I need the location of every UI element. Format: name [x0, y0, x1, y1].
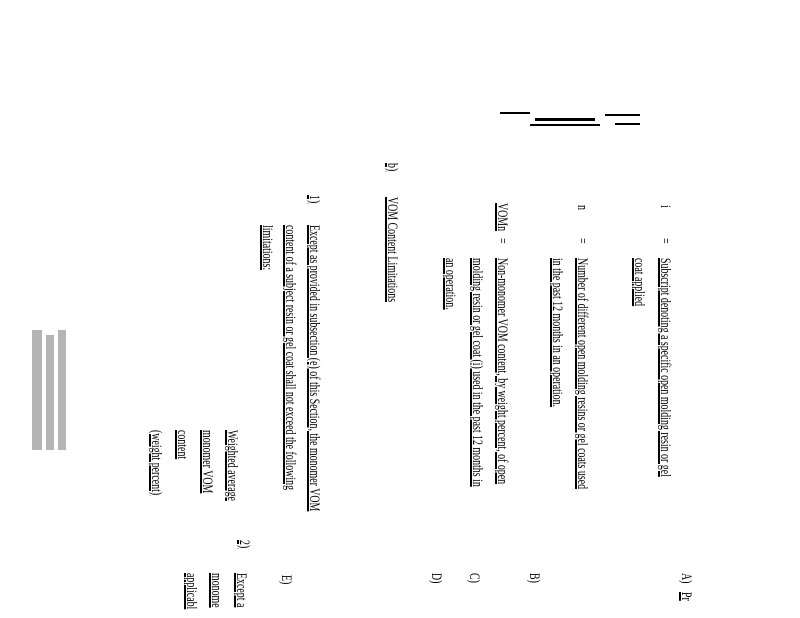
item-d-label: D) — [428, 573, 444, 584]
table-header-line1: Weighted average — [224, 430, 240, 501]
n-definition-line2: in the past 12 months in an operation. — [549, 258, 565, 408]
n-equals: = — [574, 238, 590, 244]
item-1-line1: Except as provided in subsection (e) of … — [306, 225, 322, 512]
item-b-label: B) — [526, 573, 542, 583]
n-symbol: n — [574, 205, 590, 210]
section-b-label: b) — [384, 163, 400, 172]
item-a-label: A) — [678, 573, 694, 584]
item-2-line2: monome — [208, 573, 224, 608]
item-2-line1: Except a — [233, 573, 249, 608]
vom-definition-line3: an operation. — [442, 258, 458, 310]
item-a-text: Pr — [678, 592, 694, 601]
item-2-line3: applicabl — [183, 573, 199, 610]
item-c-label: C) — [466, 573, 482, 583]
i-definition-line2: coat applied — [631, 258, 647, 307]
i-definition-line1: Subscript denoting a specific open moldi… — [657, 258, 673, 477]
item-1-label: 1) — [306, 195, 322, 204]
section-b-title: VOM Content Limitations — [384, 197, 400, 303]
table-header-line4: (weight percent) — [148, 430, 164, 496]
n-definition-line1: Number of different open molding resins … — [574, 258, 590, 490]
table-header-line3: content — [174, 430, 190, 460]
vom-equals: = — [494, 238, 510, 244]
table-header-line2: monomer VOM — [199, 430, 215, 494]
item-1-line3: limitations: — [259, 225, 275, 271]
i-symbol: i — [657, 205, 673, 208]
item-1-line2: content of a subject resin or gel coat s… — [282, 225, 298, 491]
vom-definition-line2: molding resin or gel coat (i) used in th… — [469, 258, 485, 487]
item-2-label: 2) — [236, 540, 252, 549]
item-e-label: E) — [278, 575, 294, 585]
vom-definition-line1: Non-monomer VOM content, by weight perce… — [494, 258, 510, 485]
i-equals: = — [657, 238, 673, 244]
vom-symbol: VOMn — [494, 203, 510, 232]
